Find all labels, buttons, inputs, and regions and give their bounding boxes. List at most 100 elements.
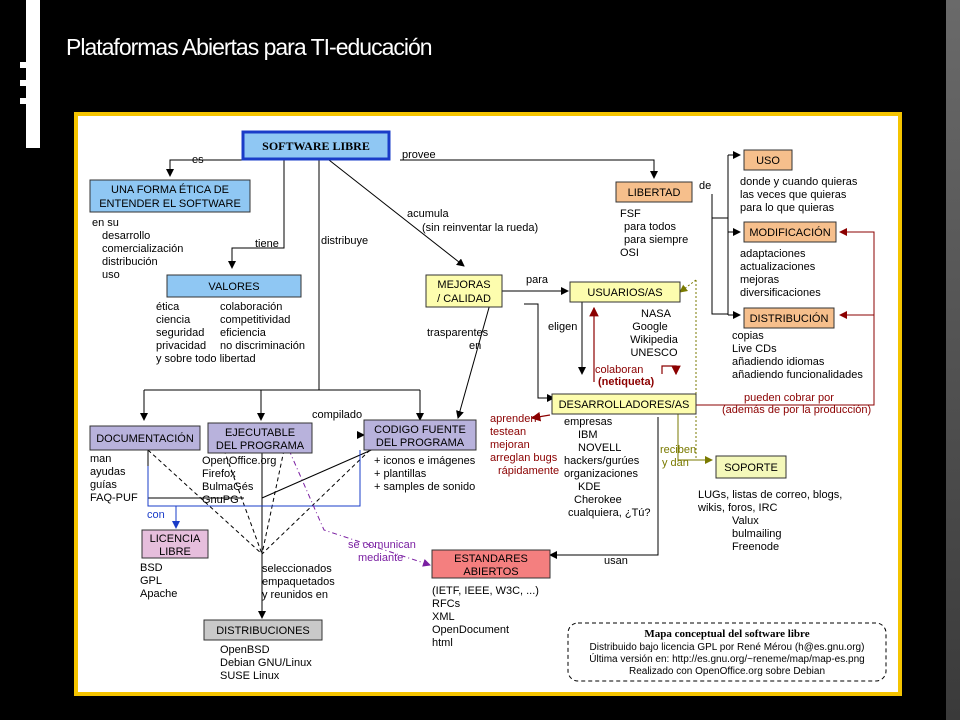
svg-text:Freenode: Freenode (732, 541, 779, 553)
svg-text:de: de (699, 180, 711, 192)
svg-text:mejoras: mejoras (740, 274, 780, 286)
deco-line (20, 80, 40, 86)
svg-text:testean: testean (490, 426, 526, 438)
svg-text:KDE: KDE (578, 481, 601, 493)
svg-text:Apache: Apache (140, 588, 177, 600)
link-labels: es provee de tiene distribuye acumula (s… (147, 149, 871, 601)
svg-text:GPL: GPL (140, 575, 162, 587)
svg-text:no discriminación: no discriminación (220, 340, 305, 352)
svg-text:USO: USO (756, 155, 780, 167)
node-licencia: LICENCIA LIBRE (141, 529, 209, 559)
svg-text:actualizaciones: actualizaciones (740, 261, 816, 273)
svg-text:provee: provee (402, 149, 436, 161)
svg-text:LIBERTAD: LIBERTAD (628, 187, 681, 199)
svg-text:Google: Google (632, 321, 667, 333)
svg-text:ciencia: ciencia (156, 314, 191, 326)
svg-text:añadiendo idiomas: añadiendo idiomas (732, 356, 825, 368)
svg-text:con: con (147, 509, 165, 521)
svg-text:/ CALIDAD: / CALIDAD (437, 293, 491, 305)
svg-text:NOVELL: NOVELL (578, 442, 621, 454)
svg-text:MODIFICACIÓN: MODIFICACIÓN (749, 226, 830, 239)
svg-text:BSD: BSD (140, 562, 163, 574)
svg-text:añadiendo funcionalidades: añadiendo funcionalidades (732, 369, 863, 381)
svg-text:guías: guías (90, 479, 117, 491)
right-rail (946, 0, 960, 720)
svg-text:reciben: reciben (660, 444, 696, 456)
node-software-libre: SOFTWARE LIBRE (241, 130, 391, 161)
svg-text:desarrollo: desarrollo (102, 230, 150, 242)
svg-text:+ samples de sonido: + samples de sonido (374, 481, 475, 493)
svg-text:Cherokee: Cherokee (574, 494, 622, 506)
svg-text:UNESCO: UNESCO (630, 347, 678, 359)
svg-text:ESTANDARES: ESTANDARES (454, 553, 528, 565)
svg-text:seleccionados: seleccionados (262, 563, 332, 575)
svg-text:FAQ-PUF: FAQ-PUF (90, 492, 138, 504)
left-rail (0, 0, 26, 720)
list-libertad: FSF para todos para siempre OSI (620, 208, 688, 259)
dashed-connectors (147, 449, 371, 555)
node-soporte: SOPORTE (715, 455, 787, 479)
svg-text:acumula: acumula (407, 208, 449, 220)
node-codigo: CODIGO FUENTE DEL PROGRAMA (363, 419, 477, 451)
node-ejecutable: EJECUTABLE DEL PROGRAMA (207, 422, 313, 454)
aprenden-arrow (530, 411, 551, 422)
svg-text:BulmaGés: BulmaGés (202, 481, 254, 493)
svg-text:para lo que quieras: para lo que quieras (740, 202, 835, 214)
svg-text:aprenden: aprenden (490, 413, 537, 425)
svg-text:html: html (432, 637, 453, 649)
svg-text:colaboran: colaboran (595, 364, 643, 376)
svg-text:man: man (90, 453, 111, 465)
soporte-dotted-arrow (679, 279, 697, 293)
svg-text:compilado: compilado (312, 409, 362, 421)
svg-text:Wikipedia: Wikipedia (630, 334, 679, 346)
list-codigo: + iconos e imágenes + plantillas + sampl… (374, 455, 476, 493)
svg-text:distribuye: distribuye (321, 235, 368, 247)
svg-text:SOPORTE: SOPORTE (724, 462, 778, 474)
connectors (140, 151, 741, 619)
svg-text:(IETF, IEEE, W3C, ...): (IETF, IEEE, W3C, ...) (432, 585, 539, 597)
svg-text:LUGs, listas de correo, blogs,: LUGs, listas de correo, blogs, (698, 489, 842, 501)
svg-text:colaboración: colaboración (220, 301, 282, 313)
svg-text:empresas: empresas (564, 416, 613, 428)
node-modificacion: MODIFICACIÓN (743, 221, 837, 243)
svg-text:+ plantillas: + plantillas (374, 468, 427, 480)
svg-text:MEJORAS: MEJORAS (437, 279, 490, 291)
svg-text:XML: XML (432, 611, 455, 623)
node-etica: UNA FORMA ÉTICA DE ENTENDER EL SOFTWARE (89, 179, 251, 213)
svg-text:copias: copias (732, 330, 764, 342)
list-distribucion: copias Live CDs añadiendo idiomas añadie… (732, 330, 863, 381)
svg-text:para todos: para todos (624, 221, 676, 233)
svg-text:OSI: OSI (620, 247, 639, 259)
svg-text:VALORES: VALORES (208, 281, 259, 293)
svg-text:diversificaciones: diversificaciones (740, 287, 821, 299)
svg-text:se comunican: se comunican (348, 539, 416, 551)
list-documentacion: man ayudas guías FAQ-PUF (90, 453, 138, 504)
svg-text:IBM: IBM (578, 429, 598, 441)
list-etica: en su desarrollo comercialización distri… (92, 217, 183, 281)
svg-text:LICENCIA: LICENCIA (150, 533, 201, 545)
svg-text:(sin reinventar la rueda): (sin reinventar la rueda) (422, 222, 538, 234)
svg-text:Valux: Valux (732, 515, 759, 527)
svg-text:adaptaciones: adaptaciones (740, 248, 806, 260)
svg-text:en su: en su (92, 217, 119, 229)
list-valores: ética ciencia seguridad privacidad y sob… (156, 301, 305, 365)
svg-text:donde y cuando quieras: donde y cuando quieras (740, 176, 858, 188)
blue-bracket (148, 450, 361, 507)
cobrar-arrow-2 (839, 228, 875, 315)
svg-text:ENTENDER EL SOFTWARE: ENTENDER EL SOFTWARE (99, 198, 241, 210)
svg-text:DEL PROGRAMA: DEL PROGRAMA (376, 437, 465, 449)
svg-text:arreglan bugs: arreglan bugs (490, 452, 558, 464)
concept-map: SOFTWARE LIBRE UNA FORMA ÉTICA DE ENTEND… (89, 130, 887, 682)
svg-text:ética: ética (156, 301, 180, 313)
legend-box: Mapa conceptual del software libre Distr… (567, 622, 887, 682)
list-desarrolladores: empresas IBM NOVELL hackers/gurúes organ… (564, 416, 651, 519)
con-connector (147, 466, 176, 507)
svg-text:y reunidos en: y reunidos en (262, 589, 328, 601)
node-valores: VALORES (166, 274, 302, 298)
svg-text:EJECUTABLE: EJECUTABLE (225, 427, 295, 439)
node-uso: USO (743, 149, 793, 171)
svg-text:RFCs: RFCs (432, 598, 461, 610)
node-mejoras: MEJORAS / CALIDAD (425, 274, 503, 308)
svg-text:trasparentes: trasparentes (427, 327, 489, 339)
node-desarrolladores: DESARROLLADORES/AS (551, 393, 697, 415)
